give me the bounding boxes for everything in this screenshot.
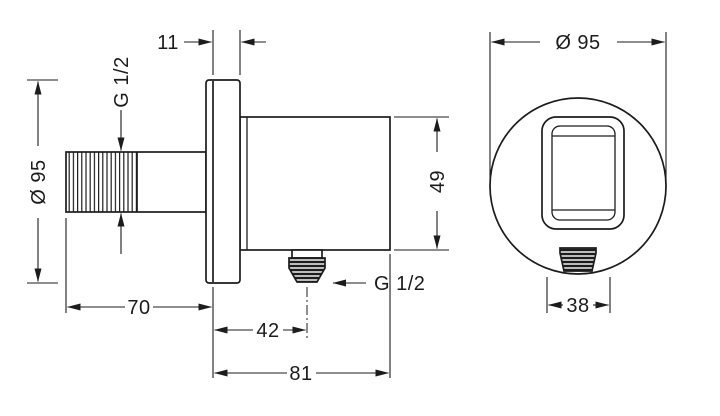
outlet-front [559, 247, 597, 272]
dim-body-height: 49 [394, 116, 449, 251]
dim-outlet-thread: G 1/2 [332, 273, 425, 295]
total-depth-label: 81 [289, 363, 312, 385]
dim-escutcheon-diameter: Ø 95 [27, 79, 58, 284]
dim-inlet-thread: G 1/2 [111, 56, 133, 254]
escutcheon-diameter-label: Ø 95 [28, 159, 50, 204]
outlet-neck [291, 249, 323, 259]
front-view: Ø 95 38 [489, 32, 667, 317]
body-height-label: 49 [427, 170, 449, 193]
outlet-side [288, 249, 326, 340]
pipe-knurl-hatch [66, 152, 137, 212]
holder-bracket [541, 116, 625, 230]
dim-front-diameter: Ø 95 [489, 32, 667, 190]
bracket-outer [541, 116, 625, 230]
outlet-offset-label: 42 [256, 320, 279, 342]
escutcheon-side [205, 79, 241, 284]
dim-outlet-offset: 42 [214, 320, 306, 342]
front-diameter-label: Ø 95 [555, 32, 600, 54]
dim-outlet-width: 38 [546, 277, 611, 317]
flange-thickness-label: 11 [157, 32, 179, 54]
projection-label: 70 [127, 297, 150, 319]
dim-total-depth: 81 [214, 254, 391, 385]
outlet-thread [288, 257, 326, 283]
outlet-thread-label: G 1/2 [374, 273, 425, 295]
body-outline [239, 116, 391, 251]
outlet-width-label: 38 [566, 295, 589, 317]
bracket-inner [551, 125, 616, 221]
inlet-thread-label: G 1/2 [111, 56, 133, 107]
dim-flange-thickness: 11 [157, 30, 266, 75]
escutcheon-outline [205, 79, 241, 284]
side-view: Ø 95 G 1/2 11 49 G 1/2 [27, 30, 449, 385]
dim-projection: 70 [65, 218, 212, 319]
inlet-pipe [65, 151, 207, 213]
valve-body [239, 116, 391, 251]
